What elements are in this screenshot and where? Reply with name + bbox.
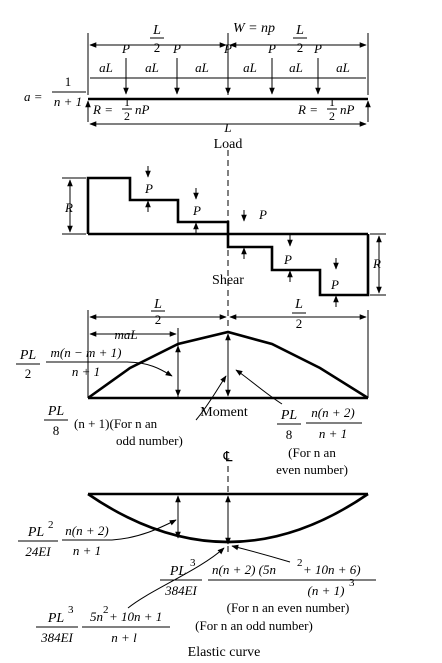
label-maL: maL [114, 327, 137, 342]
el-odd-sq: 2 [103, 604, 109, 616]
label-aL-1: aL [99, 60, 113, 75]
leader-m-expr [125, 361, 173, 377]
reaction-den-right: 2 [329, 109, 335, 123]
elastic-curve-diagram: PL 2 24EI n(n + 2) n + 1 PL 3 384EI n(n … [18, 466, 376, 660]
shear-P-3: P [258, 207, 267, 222]
load-P-2: P [172, 41, 181, 56]
moment-PL: PL [19, 348, 37, 363]
el-for-even: (For n an even number) [227, 600, 350, 615]
label-load: Load [214, 137, 243, 152]
el-sq: 2 [48, 519, 54, 531]
el-odd-cube: 3 [68, 604, 74, 616]
el-odd-num: 5n [90, 609, 103, 624]
load-P-5: P [313, 41, 322, 56]
el-n-n2: n(n + 2) [65, 523, 108, 538]
leader-even [235, 369, 283, 405]
leader-el-1 [111, 519, 177, 541]
shear-P-5: P [330, 277, 339, 292]
el-even-384EI: 384EI [164, 583, 197, 598]
label-L-right: L [295, 23, 304, 38]
reaction-nP-left: nP [135, 102, 150, 117]
moment-L-left: L [153, 297, 162, 312]
moment-m-expr: m(n − m + 1) [51, 345, 122, 360]
reaction-label-right: R = [297, 102, 318, 117]
even-PL: PL [280, 408, 298, 423]
el-even-den: (n + 1) [308, 583, 345, 598]
label-a-eq: a = [24, 89, 43, 104]
shear-R-right: R [372, 256, 381, 271]
label-2-left: 2 [154, 40, 161, 55]
el-odd-num-tail: + 10n + 1 [109, 609, 162, 624]
el-for-odd: (For n an odd number) [195, 618, 313, 633]
odd-8: 8 [53, 423, 60, 438]
el-odd-den: n + l [111, 630, 137, 645]
el-even-num-tail: + 10n + 6) [303, 562, 361, 577]
shear-P-2: P [192, 203, 201, 218]
reaction-den-left: 2 [124, 109, 130, 123]
reaction-label-left: R = [92, 102, 113, 117]
load-P-3: P [223, 41, 232, 56]
moment-2-right: 2 [296, 316, 303, 331]
shear-P-1: P [144, 181, 153, 196]
leader-odd [195, 375, 227, 421]
label-a-num: 1 [65, 74, 72, 89]
label-shear: Shear [212, 273, 244, 288]
label-aL-3: aL [195, 60, 209, 75]
el-even-sq: 2 [297, 557, 303, 569]
load-diagram: L 2 L 2 W = np P P P P P aL aL aL aL aL … [24, 21, 371, 152]
label-aL-2: aL [145, 60, 159, 75]
el-even-den-cube: 3 [349, 577, 355, 589]
el-even-num: n(n + 2) (5n [212, 562, 276, 577]
odd-PL: PL [47, 404, 65, 419]
leader-el-odd [127, 547, 225, 609]
moment-2-left: 2 [155, 312, 162, 327]
label-L-left: L [152, 23, 161, 38]
even-number: even number) [276, 462, 348, 477]
label-a-den: n + 1 [54, 94, 82, 109]
moment-diagram: L 2 L 2 maL PL 2 m(n − m + 1) n + 1 PL 8… [16, 297, 369, 477]
label-W-np: W = np [233, 21, 275, 36]
el-even-PL3: PL [169, 564, 187, 579]
centerline-symbol: ℄ [223, 450, 233, 465]
moment-2: 2 [25, 366, 32, 381]
even-num: n(n + 2) [311, 405, 354, 420]
el-odd-384EI: 384EI [40, 630, 73, 645]
moment-L-right: L [294, 297, 303, 312]
el-n-plus-1: n + 1 [73, 543, 101, 558]
label-span-L: L [223, 120, 231, 135]
load-P-1: P [121, 41, 130, 56]
odd-expr: (n + 1)(For n an [74, 416, 158, 431]
leader-el-even [231, 544, 291, 563]
label-aL-6: aL [336, 60, 350, 75]
even-for: (For n an [288, 445, 336, 460]
el-24EI: 24EI [25, 544, 51, 559]
el-odd-PL3: PL [47, 611, 65, 626]
label-2-right: 2 [297, 40, 304, 55]
label-moment: Moment [200, 405, 248, 420]
load-P-4: P [267, 41, 276, 56]
label-elastic-curve: Elastic curve [188, 645, 261, 660]
el-PL2: PL [27, 525, 45, 540]
label-aL-4: aL [243, 60, 257, 75]
reaction-nP-right: nP [340, 102, 355, 117]
el-even-cube: 3 [190, 557, 196, 569]
moment-curve [87, 330, 369, 400]
shear-diagram: R R P P P P P Shear [62, 150, 386, 330]
even-8: 8 [286, 427, 293, 442]
even-den: n + 1 [319, 426, 347, 441]
odd-number: odd number) [116, 433, 183, 448]
label-aL-5: aL [289, 60, 303, 75]
reaction-num-left: 1 [124, 95, 130, 109]
shear-P-4: P [283, 252, 292, 267]
moment-m-den: n + 1 [72, 364, 100, 379]
shear-R-left: R [64, 200, 73, 215]
reaction-num-right: 1 [329, 95, 335, 109]
